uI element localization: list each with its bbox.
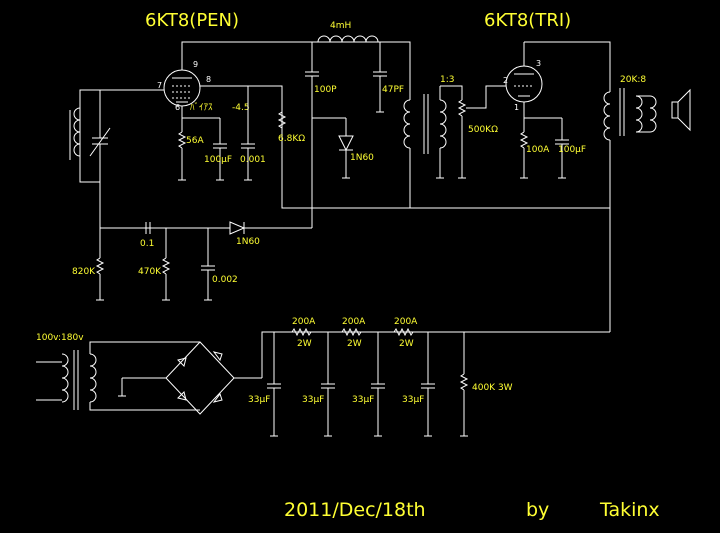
- bleeder-label: 400K 3W: [472, 383, 513, 393]
- r-68k-label: 6.8KΩ: [278, 134, 305, 144]
- output-transformer: [603, 88, 657, 332]
- pin-6: 6: [175, 103, 180, 112]
- interstage-transformer: [403, 86, 447, 208]
- r1-label: 200A: [292, 317, 316, 327]
- r-470k-label: 470K: [138, 267, 162, 277]
- r3-label: 200A: [394, 317, 418, 327]
- r2-label: 200A: [342, 317, 366, 327]
- input-coil: [69, 90, 111, 182]
- cap-47pf: [373, 42, 387, 113]
- pentode-plate-wire: [181, 41, 411, 100]
- pentode-title: 6KT8(PEN): [145, 10, 239, 31]
- pin-2: 2: [503, 76, 508, 85]
- c-100uf-a-label: 100μF: [204, 155, 232, 165]
- triode-tube: [502, 42, 543, 103]
- filter-chain: [261, 327, 610, 437]
- cathode-cap-100uf: [182, 117, 227, 181]
- volume-pot: [440, 85, 502, 179]
- triode-cathode-network: [519, 102, 569, 179]
- diode-1n60-a-label: 1N60: [350, 153, 374, 163]
- cap-100p: [305, 42, 319, 208]
- r-100a-label: 100A: [526, 145, 550, 155]
- c-47pf-label: 47PF: [382, 85, 404, 95]
- r-820k-label: 820K: [72, 267, 96, 277]
- xfmr-ratio-label: 1:3: [440, 75, 454, 85]
- out-xfmr-label: 20K:8: [620, 75, 646, 85]
- cap3-label: 33μF: [352, 395, 374, 405]
- footer-date: 2011/Dec/18th: [284, 499, 426, 521]
- detector-diode: [312, 117, 354, 179]
- diode-1n60-b-label: 1N60: [236, 237, 260, 247]
- pin-9: 9: [193, 60, 198, 69]
- choke-4mh: [317, 35, 379, 43]
- r1-watt-label: 2W: [297, 339, 312, 349]
- cap4-label: 33μF: [402, 395, 424, 405]
- pentode-screen-wire: [200, 85, 610, 209]
- pin-1: 1: [514, 103, 519, 112]
- speaker-icon: [671, 88, 691, 132]
- r2-watt-label: 2W: [347, 339, 362, 349]
- triode-plate-wire: [524, 41, 611, 92]
- resistor-6k8: [277, 111, 287, 129]
- c-01-label: 0.1: [140, 239, 154, 249]
- pin-7: 7: [157, 81, 162, 90]
- cap1-label: 33μF: [248, 395, 270, 405]
- detector-network: [95, 182, 313, 301]
- c-100uf-b-label: 100μF: [558, 145, 586, 155]
- triode-title: 6KT8(TRI): [484, 10, 571, 31]
- pin-8: 8: [206, 75, 211, 84]
- bridge-rectifier: [118, 341, 262, 415]
- power-xfmr-label: 100v:180v: [36, 333, 84, 343]
- c-0001-label: 0.001: [240, 155, 266, 165]
- screen-cap-0001: [241, 86, 255, 181]
- pin-3: 3: [536, 59, 541, 68]
- c-0002-label: 0.002: [212, 275, 238, 285]
- cap2-label: 33μF: [302, 395, 324, 405]
- pot-500k-label: 500KΩ: [468, 125, 498, 135]
- footer-by: by: [526, 499, 549, 521]
- pentode-grid-wire: [79, 89, 164, 183]
- c-100p-label: 100P: [314, 85, 337, 95]
- choke-label: 4mH: [330, 21, 351, 31]
- r-56a-label: 56A: [186, 136, 204, 146]
- footer-author: Takinx: [599, 499, 660, 521]
- grid-bias-value: -4.5: [232, 103, 250, 113]
- grid-bias-label: ﾊﾞｲｱｽ: [190, 102, 213, 113]
- cathode-resistor-56a: [177, 118, 187, 181]
- power-transformer: [36, 341, 200, 411]
- r3-watt-label: 2W: [399, 339, 414, 349]
